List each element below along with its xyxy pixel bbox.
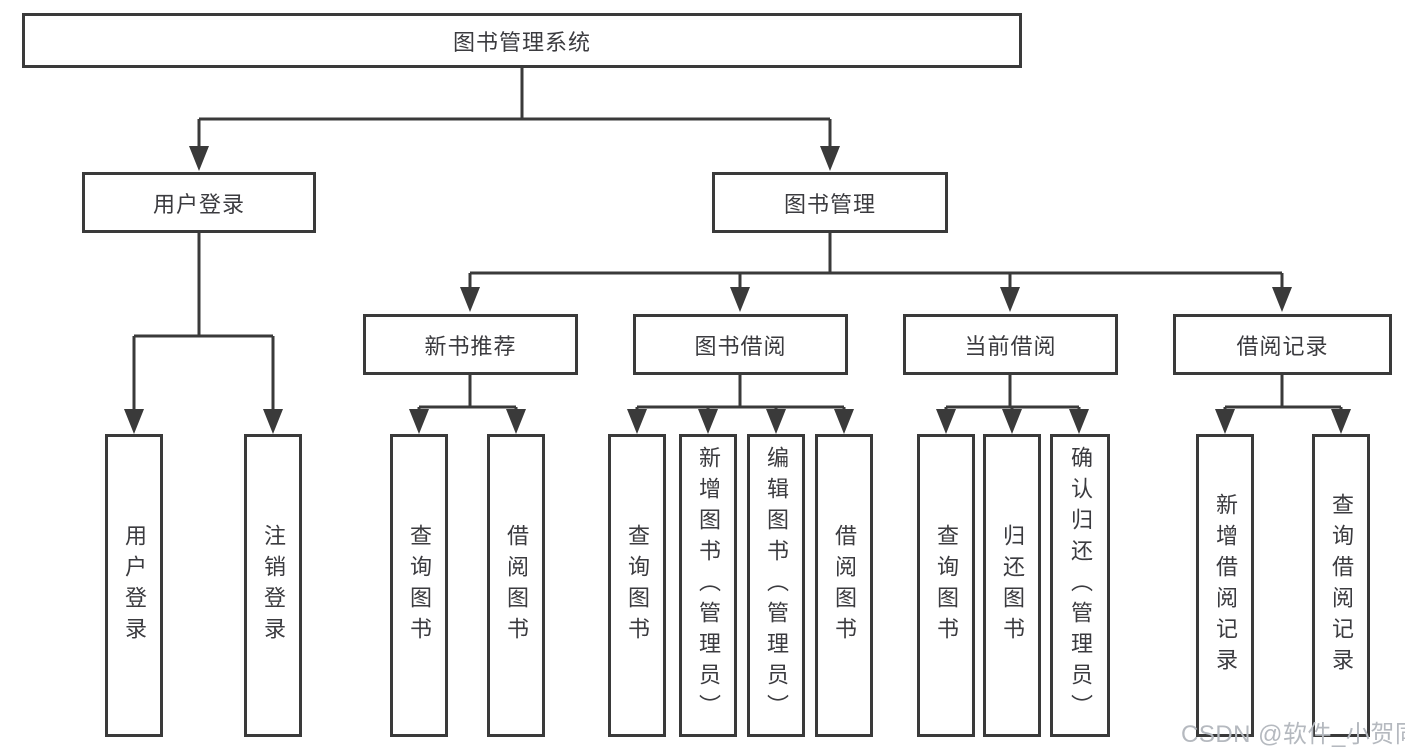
node-label: 归还图书	[1000, 523, 1025, 648]
arrowhead	[124, 409, 144, 434]
node-label: 确认归还（管理员）	[1068, 446, 1093, 725]
node-leaf-query-books-current: 查询图书	[917, 434, 975, 737]
node-label: 查询图书	[934, 523, 959, 648]
connector-borrowing-records-to-leaves	[1223, 375, 1343, 416]
arrowhead	[834, 409, 854, 434]
node-label: 图书借阅	[694, 333, 787, 359]
connector-book-borrowing-to-leaves	[635, 375, 846, 416]
connector-book-management-to-level3	[468, 233, 1284, 294]
node-label: 新增借阅记录	[1213, 492, 1238, 679]
arrowhead	[506, 409, 526, 434]
node-label: 图书管理系统	[452, 29, 591, 55]
watermark: CSDN @软件_小贺同学	[1181, 721, 1405, 747]
arrowhead	[460, 287, 480, 312]
node-label: 用户登录	[122, 523, 147, 648]
arrowhead	[1000, 287, 1020, 312]
node-leaf-return-books: 归还图书	[983, 434, 1041, 737]
connector-root-to-level2	[197, 68, 832, 153]
node-label: 新增图书（管理员）	[696, 446, 721, 725]
node-label: 编辑图书（管理员）	[764, 446, 789, 725]
node-leaf-borrow-books: 借阅图书	[815, 434, 873, 737]
node-label: 当前借阅	[964, 333, 1057, 359]
node-label: 查询图书	[625, 523, 650, 648]
node-label: 图书管理	[783, 191, 876, 217]
node-label: 借阅图书	[504, 523, 529, 648]
node-current-borrowing: 当前借阅	[903, 314, 1118, 375]
arrowhead	[730, 287, 750, 312]
arrowhead	[627, 409, 647, 434]
node-label: 借阅图书	[832, 523, 857, 648]
node-label: 借阅记录	[1236, 333, 1329, 359]
arrowhead	[1069, 409, 1089, 434]
connector-user-login-to-leaves	[132, 233, 275, 416]
node-leaf-add-books-admin: 新增图书（管理员）	[679, 434, 737, 737]
arrowhead	[1002, 409, 1022, 434]
node-label: 用户登录	[152, 191, 245, 217]
arrowhead	[189, 146, 209, 171]
node-label: 查询借阅记录	[1329, 492, 1354, 679]
node-library-management-system: 图书管理系统	[22, 13, 1022, 68]
node-leaf-query-books-recommend: 查询图书	[390, 434, 448, 737]
arrowhead	[698, 409, 718, 434]
arrowhead	[936, 409, 956, 434]
arrowhead	[1215, 409, 1235, 434]
arrowhead	[1331, 409, 1351, 434]
node-user-login: 用户登录	[82, 172, 316, 233]
node-leaf-add-borrow-record: 新增借阅记录	[1196, 434, 1254, 737]
node-label: 注销登录	[261, 523, 286, 648]
node-borrowing-records: 借阅记录	[1173, 314, 1392, 375]
node-leaf-query-books-borrow: 查询图书	[608, 434, 666, 737]
node-leaf-user-login: 用户登录	[105, 434, 163, 737]
node-new-book-recommend: 新书推荐	[363, 314, 578, 375]
arrowhead	[766, 409, 786, 434]
node-label: 新书推荐	[424, 333, 517, 359]
node-leaf-query-borrow-record: 查询借阅记录	[1312, 434, 1370, 737]
node-leaf-edit-books-admin: 编辑图书（管理员）	[747, 434, 805, 737]
node-label: 查询图书	[407, 523, 432, 648]
arrowhead	[1272, 287, 1292, 312]
node-book-borrowing: 图书借阅	[633, 314, 848, 375]
connector-new-book-to-leaves	[417, 375, 518, 416]
arrowhead	[263, 409, 283, 434]
arrowhead	[820, 146, 840, 171]
node-leaf-borrow-books-recommend: 借阅图书	[487, 434, 545, 737]
node-leaf-confirm-return-admin: 确认归还（管理员）	[1050, 434, 1110, 737]
node-book-management: 图书管理	[712, 172, 948, 233]
arrowhead	[409, 409, 429, 434]
node-leaf-logout: 注销登录	[244, 434, 302, 737]
